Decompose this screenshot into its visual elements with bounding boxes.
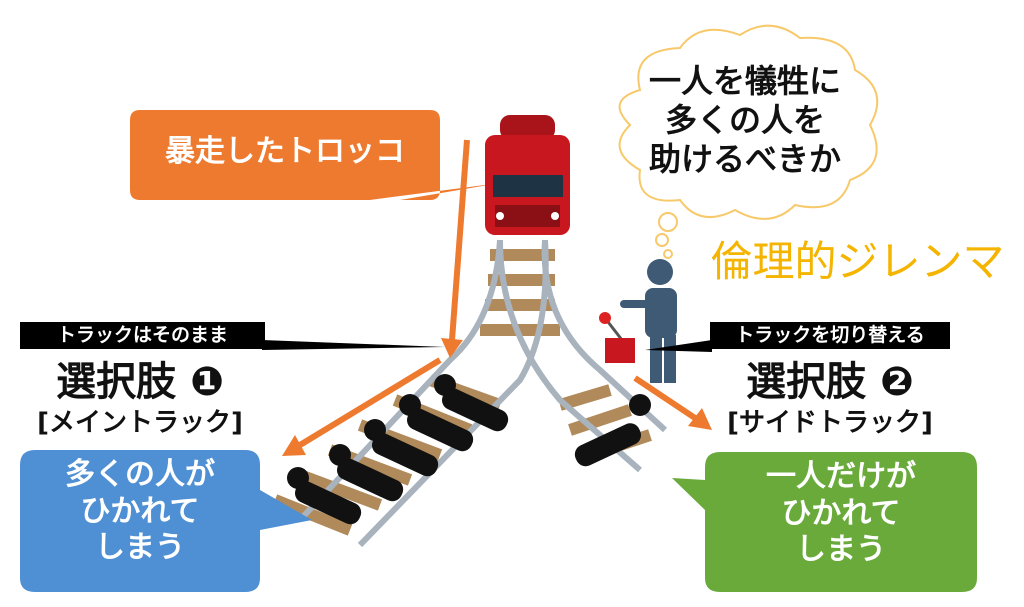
trolley-train [485,115,570,235]
thought-cloud [618,24,879,259]
outcome-line: しまう [796,532,886,568]
person-on-side-track [574,394,651,467]
outcome-line: ひかれて [80,493,200,529]
option1-outcome-box [20,450,312,592]
option2-label-tail [645,340,712,352]
outcome-line: ひかれて [781,495,901,531]
option2-outcome-text: 一人だけが ひかれて しまう [705,459,977,569]
dilemma-title: 倫理的ジレンマ [710,237,1005,286]
switch-lever [599,312,635,363]
outcome-line: 一人だけが [766,459,916,494]
option1-outcome-text: 多くの人が ひかれて しまう [20,457,260,567]
option1-track: [メイントラック] [37,408,243,438]
option1-title: 選択肢 ❶ [56,359,224,405]
cloud-line: 助けるべきか [648,140,841,179]
option2-title: 選択肢 ❷ [746,359,914,405]
lever-operator [620,259,677,383]
orange-arrows [282,139,712,456]
cloud-line: 多くの人を [664,101,825,140]
outcome-line: 多くの人が [65,457,215,492]
option2-action-label: トラックを切り替える [710,322,950,350]
thought-cloud-text: 一人を犠牲に 多くの人を 助けるべきか [620,62,870,179]
people-on-main-track [287,374,509,525]
trolley-callout-text: 暴走したトロッコ [165,134,405,169]
option2-track: [サイドトラック] [727,408,933,438]
outcome-line: しまう [95,530,185,566]
trolley-callout-box [130,110,500,200]
option1-action-label: トラックはそのまま [20,322,265,350]
option2-outcome-box [672,452,977,592]
option1-label-tail [262,340,445,350]
cloud-line: 一人を犠牲に [648,62,841,100]
